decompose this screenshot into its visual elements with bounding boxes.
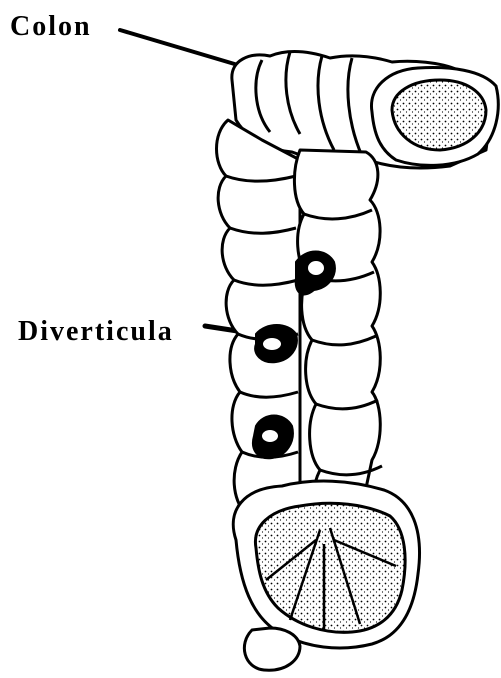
diverticula-label: Diverticula [18, 318, 174, 346]
colon-body [217, 52, 499, 671]
colon-leader-line [120, 30, 248, 68]
colon-label: Colon [10, 13, 92, 41]
